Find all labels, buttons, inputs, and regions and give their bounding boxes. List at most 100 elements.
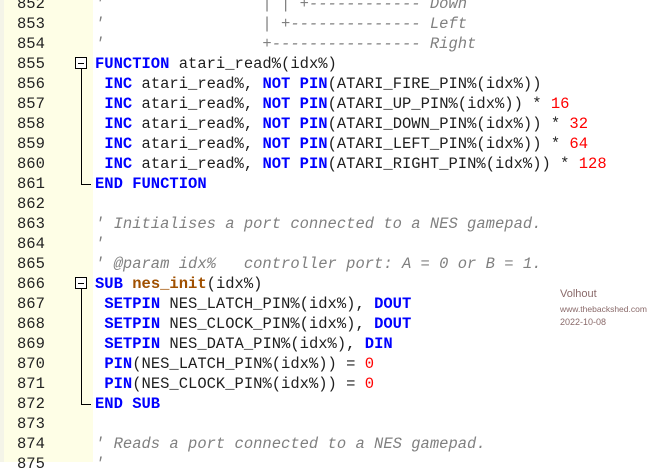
line-number: 865	[17, 255, 45, 273]
code-text: ' Reads a port connected to a NES gamepa…	[95, 434, 486, 454]
line-number: 861	[17, 175, 45, 193]
fold-guide-line	[81, 289, 82, 404]
comment-token: ' Initialises a port connected to a NES …	[95, 215, 542, 233]
identifier-token: (ATARI_LEFT_PIN%(idx%)) *	[327, 135, 570, 153]
line-number: 856	[17, 75, 45, 93]
watermark: Volhout www.thebackshed.com 2022-10-08	[560, 288, 647, 328]
line-number: 852	[17, 0, 45, 13]
fold-guide-line	[81, 69, 82, 184]
keyword-token: FUNCTION	[95, 55, 170, 73]
code-text: ' | | +------------ Down	[95, 0, 467, 14]
keyword-token: PIN	[104, 355, 133, 373]
function-name-token: nes_init	[132, 275, 207, 293]
keyword-token: PIN	[299, 75, 328, 93]
code-text: FUNCTION atari_read%(idx%)	[95, 54, 337, 74]
line-number: 869	[17, 335, 45, 353]
watermark-author: Volhout	[560, 288, 597, 300]
line-number: 854	[17, 35, 45, 53]
line-number: 857	[17, 95, 45, 113]
keyword-token: INC	[104, 155, 133, 173]
number-literal-token: 0	[364, 375, 375, 393]
line-number: 868	[17, 315, 45, 333]
line-number: 866	[17, 275, 45, 293]
identifier-token	[95, 75, 104, 93]
line-number: 862	[17, 195, 45, 213]
code-text: SETPIN NES_DATA_PIN%(idx%), DIN	[95, 334, 392, 354]
keyword-token: NOT	[262, 75, 291, 93]
keyword-token: NOT	[262, 135, 291, 153]
line-number: 863	[17, 215, 45, 233]
keyword-token: SETPIN	[104, 295, 161, 313]
number-literal-token: 0	[364, 355, 375, 373]
line-number: 870	[17, 355, 45, 373]
line-number: 853	[17, 15, 45, 33]
line-number: 867	[17, 295, 45, 313]
comment-token: ' +---------------- Right	[95, 35, 477, 53]
identifier-token	[95, 155, 104, 173]
line-number-gutter	[0, 0, 93, 462]
watermark-site: www.thebackshed.com	[560, 303, 647, 314]
code-text: '	[95, 234, 104, 254]
keyword-token: END FUNCTION	[95, 175, 207, 193]
identifier-token: (ATARI_UP_PIN%(idx%)) *	[327, 95, 551, 113]
code-text: PIN(NES_CLOCK_PIN%(idx%)) = 0	[95, 374, 374, 394]
identifier-token: NES_DATA_PIN%(idx%),	[160, 335, 365, 353]
code-text: INC atari_read%, NOT PIN(ATARI_FIRE_PIN%…	[95, 74, 541, 94]
line-number: 864	[17, 235, 45, 253]
keyword-token: PIN	[299, 155, 328, 173]
keyword-token: PIN	[299, 135, 328, 153]
line-number: 872	[17, 395, 45, 413]
code-text: END SUB	[95, 394, 160, 414]
code-text: ' @param idx% controller port: A = 0 or …	[95, 254, 541, 274]
line-number: 875	[17, 455, 45, 473]
identifier-token	[290, 135, 299, 153]
keyword-token: NOT	[262, 95, 291, 113]
fold-collapse-icon[interactable]	[75, 277, 87, 289]
keyword-token: INC	[104, 75, 133, 93]
line-number: 859	[17, 135, 45, 153]
code-text: END FUNCTION	[95, 174, 207, 194]
fold-end-marker	[81, 184, 91, 185]
fold-collapse-icon[interactable]	[75, 57, 87, 69]
identifier-token	[123, 275, 132, 293]
keyword-token: DOUT	[374, 295, 412, 313]
keyword-token: PIN	[104, 375, 133, 393]
identifier-token	[290, 115, 299, 133]
identifier-token: atari_read%,	[132, 75, 263, 93]
keyword-token: PIN	[299, 95, 328, 113]
comment-token: ' | | +------------ Down	[95, 0, 468, 13]
watermark-date: 2022-10-08	[560, 317, 607, 328]
identifier-token: atari_read%,	[132, 135, 263, 153]
line-number: 858	[17, 115, 45, 133]
comment-token: '	[95, 235, 105, 253]
identifier-token: NES_LATCH_PIN%(idx%),	[160, 295, 375, 313]
code-text: SUB nes_init(idx%)	[95, 274, 262, 294]
number-literal-token: 64	[569, 135, 589, 153]
identifier-token: (NES_CLOCK_PIN%(idx%)) =	[132, 375, 365, 393]
code-text: '	[95, 454, 104, 474]
identifier-token	[290, 155, 299, 173]
comment-token: ' @param idx% controller port: A = 0 or …	[95, 255, 542, 273]
line-number: 874	[17, 435, 45, 453]
identifier-token: (ATARI_RIGHT_PIN%(idx%)) *	[327, 155, 579, 173]
keyword-token: INC	[104, 115, 133, 133]
identifier-token: (NES_LATCH_PIN%(idx%)) =	[132, 355, 365, 373]
identifier-token	[95, 355, 104, 373]
identifier-token	[290, 75, 299, 93]
keyword-token: PIN	[299, 115, 328, 133]
keyword-token: NOT	[262, 115, 291, 133]
identifier-token	[95, 95, 104, 113]
line-number: 871	[17, 375, 45, 393]
code-text: INC atari_read%, NOT PIN(ATARI_RIGHT_PIN…	[95, 154, 606, 174]
identifier-token	[95, 135, 104, 153]
comment-token: '	[95, 455, 105, 473]
keyword-token: SETPIN	[104, 335, 161, 353]
code-text: SETPIN NES_CLOCK_PIN%(idx%), DOUT	[95, 314, 411, 334]
identifier-token: NES_CLOCK_PIN%(idx%),	[160, 315, 375, 333]
keyword-token: SUB	[95, 275, 123, 293]
identifier-token	[95, 335, 104, 353]
identifier-token: (ATARI_DOWN_PIN%(idx%)) *	[327, 115, 570, 133]
comment-token: ' | +-------------- Left	[95, 15, 468, 33]
number-literal-token: 16	[550, 95, 570, 113]
comment-token: ' Reads a port connected to a NES gamepa…	[95, 435, 486, 453]
